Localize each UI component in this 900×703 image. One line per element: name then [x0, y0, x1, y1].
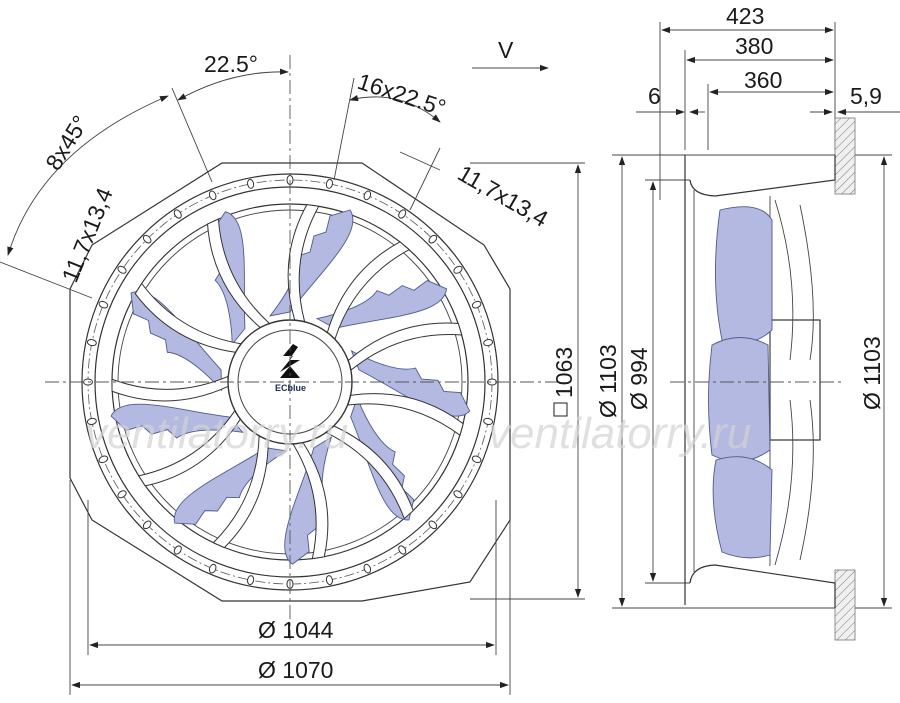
front-view: ECblue 22.5° 16x22.5° 8x45° 11,7x13,4 11…: [0, 51, 585, 695]
guard-spoke: [206, 218, 271, 329]
mounting-hole: [453, 265, 463, 274]
guard-spoke: [347, 393, 464, 437]
angle-22-5-label: 22.5°: [204, 51, 258, 77]
airflow-label: V: [498, 37, 514, 63]
mounting-hole: [483, 417, 494, 425]
mounting-hole: [483, 339, 494, 347]
side-blade-lower: [712, 456, 773, 559]
dim-423-label: 423: [726, 3, 764, 29]
dim-5-9-label: 5,9: [850, 83, 882, 109]
angle-22-5-arc: [177, 68, 289, 101]
wall-section-top: [834, 117, 856, 195]
mounting-hole: [428, 234, 438, 244]
slot-leader-left: [0, 261, 93, 299]
angle-ref-line-1: [171, 87, 213, 183]
angle-ref-line-2: [333, 77, 355, 181]
impeller-blade: [110, 403, 244, 439]
dim-1044-label: Ø 1044: [258, 617, 334, 643]
mounting-hole: [247, 178, 255, 189]
mounting-hole: [471, 455, 482, 464]
slot-leader-top-right: [399, 151, 441, 171]
slot-leader-top-right-2: [409, 147, 441, 211]
dim-1103-left-label: Ø 1103: [595, 344, 621, 418]
ecblue-logo-triangle: [280, 366, 300, 378]
mounting-hole: [117, 490, 127, 499]
guard-spoke: [347, 322, 463, 371]
guard-spoke: [137, 409, 241, 487]
watermark-left: ventilatorry.ru: [85, 409, 348, 458]
guard-spoke: [212, 435, 269, 549]
mounting-hole: [142, 520, 152, 530]
guard-spoke: [134, 282, 242, 353]
guard-spokes: [111, 204, 464, 560]
dim-1103-right-label: Ø 1103: [859, 336, 885, 410]
dim-994-label: Ø 994: [626, 347, 652, 410]
mounting-hole: [363, 190, 372, 201]
mounting-hole: [398, 545, 407, 555]
mounting-hole: [208, 563, 217, 574]
mounting-hole: [98, 455, 109, 464]
mounting-hole: [471, 300, 482, 309]
angle-8x45-label: 8x45°: [40, 111, 93, 175]
mounting-hole: [398, 209, 407, 219]
wall-section-bottom: [834, 569, 856, 641]
side-guard-ribs: [774, 199, 814, 566]
square-symbol-icon: [553, 402, 568, 417]
angle-16x22-5-arc: [349, 95, 441, 123]
angle-8x45-arc: [7, 95, 169, 256]
angle-16x22-5-label: 16x22.5°: [354, 68, 449, 121]
mounting-hole: [98, 300, 109, 309]
motor-body: [769, 319, 821, 441]
mounting-hole: [86, 339, 97, 347]
side-blade-upper: [715, 206, 773, 344]
mounting-hole: [117, 265, 127, 274]
guard-spoke: [325, 425, 414, 520]
guard-spoke: [326, 241, 410, 340]
side-view: V 423 380 360 6 5,9 Ø 1103 Ø 994 Ø 1103: [472, 3, 900, 641]
impeller-blade: [284, 436, 333, 565]
mounting-hole: [247, 575, 255, 586]
mounting-hole: [208, 190, 217, 201]
mounting-hole: [86, 417, 97, 425]
mounting-hole: [173, 209, 182, 219]
mounting-hole: [325, 575, 333, 586]
ecblue-logo-icon: [280, 344, 300, 372]
dim-1070-label: Ø 1070: [258, 657, 333, 683]
guard-spoke: [287, 204, 320, 323]
dim-6-label: 6: [648, 83, 661, 109]
guard-spoke: [292, 442, 329, 560]
mounting-holes: [83, 175, 497, 589]
mounting-hole: [453, 490, 463, 499]
housing-panel: [685, 154, 835, 609]
housing-profile: [684, 155, 836, 608]
impeller-blade: [350, 349, 471, 417]
slot-dim-top-right-label: 11,7x13,4: [454, 160, 553, 232]
dim-1063-label: 1063: [551, 347, 577, 398]
mounting-hole: [173, 545, 182, 555]
mounting-hole: [363, 563, 372, 574]
ecblue-logo-text: ECblue: [275, 383, 306, 393]
guard-spoke: [111, 375, 229, 402]
dim-360-label: 360: [744, 67, 782, 93]
mounting-hole: [325, 178, 333, 189]
watermark-right: ventilatorry.ru: [488, 409, 751, 458]
dim-380-label: 380: [735, 33, 773, 59]
mounting-hole: [428, 520, 438, 530]
